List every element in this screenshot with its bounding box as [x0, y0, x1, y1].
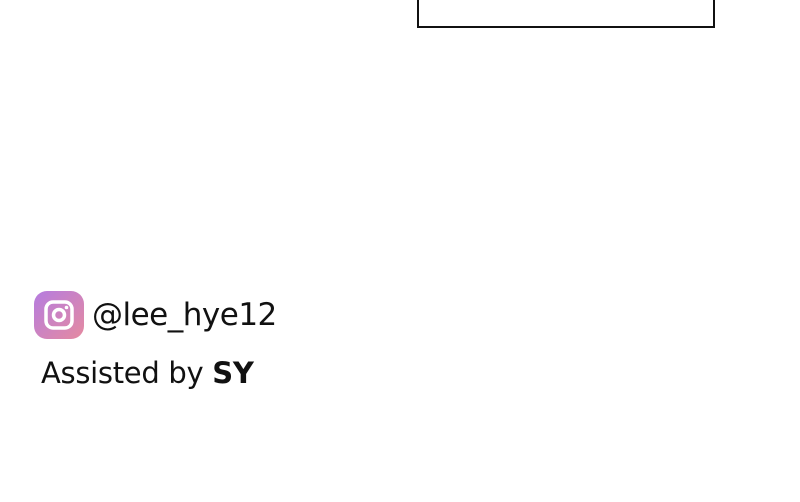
assisted-by-label: Assisted by [41, 356, 204, 390]
assisted-by-credit: Assisted by SY [41, 359, 254, 388]
instagram-icon [34, 291, 84, 339]
comic-panel-border [417, 0, 715, 28]
assistant-name: SY [212, 356, 254, 390]
instagram-credit: @lee_hye12 [33, 290, 277, 340]
instagram-handle: @lee_hye12 [92, 296, 277, 333]
